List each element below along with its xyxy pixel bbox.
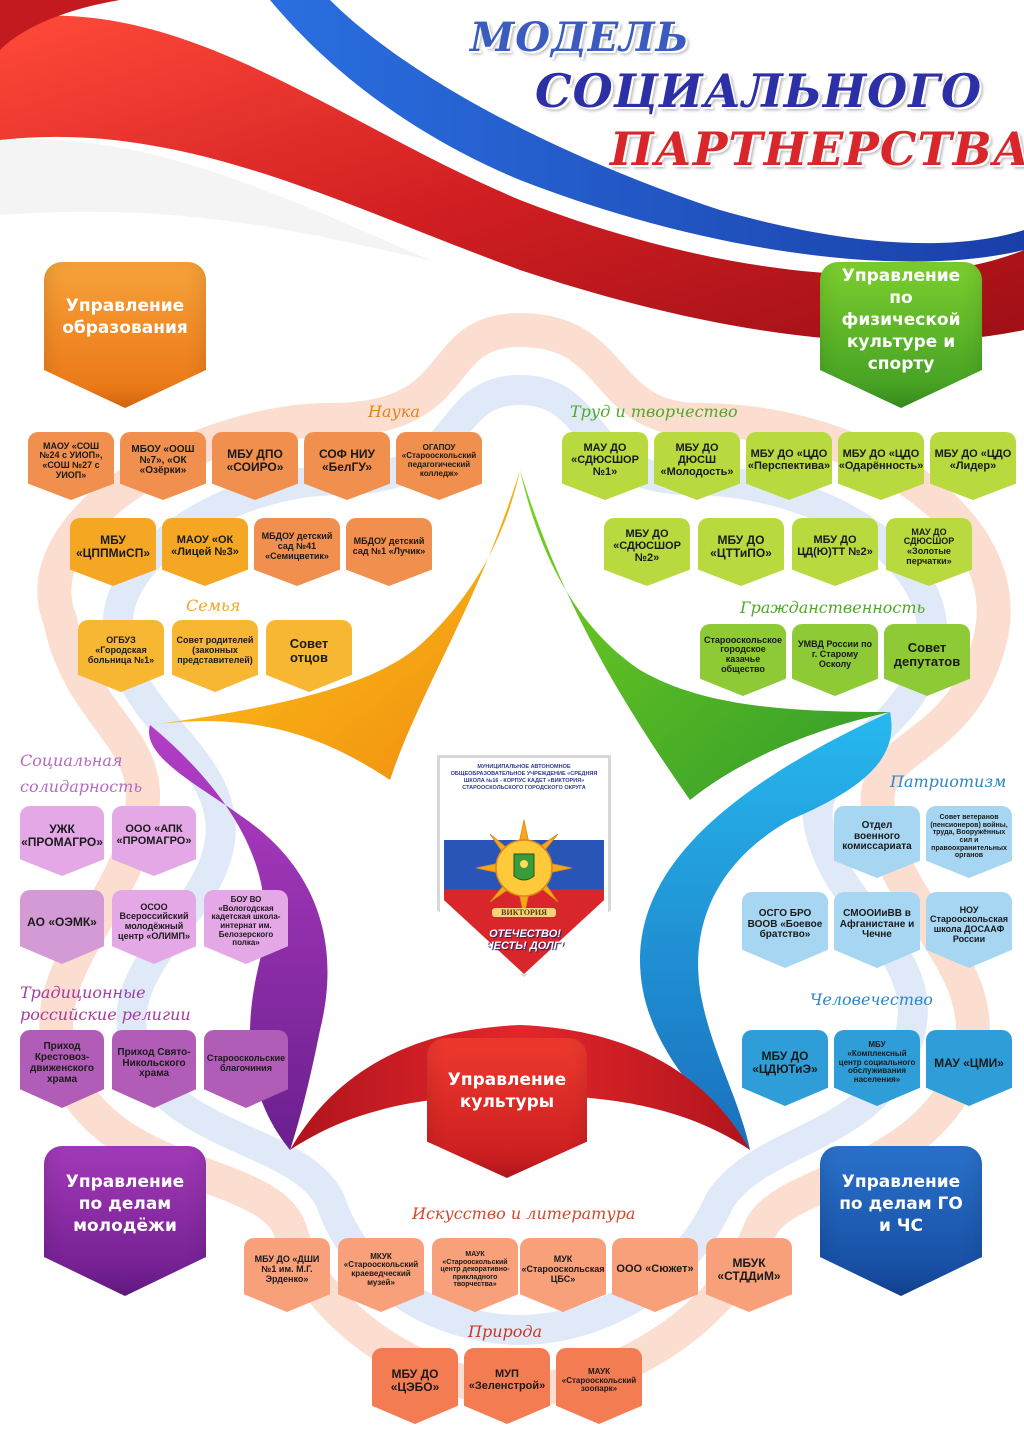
partner-box: МБУ ДО «ЦДО «Перспектива» — [746, 432, 832, 500]
partner-box: МАОУ «СОШ №24 с УИОП», «СОШ №27 с УИОП» — [28, 432, 114, 500]
partner-box: Совет ветеранов (пенсионеров) войны, тру… — [926, 806, 1012, 878]
partner-box: Совет родителей (законных представителей… — [172, 620, 258, 692]
partner-box: МАУК «Старооскольский зоопарк» — [556, 1348, 642, 1424]
category-solidarity: Социальная солидарность — [20, 751, 143, 796]
title-line-3: ПАРТНЕРСТВА — [610, 122, 1024, 176]
partner-box: Совет депутатов — [884, 624, 970, 696]
category-citizenship: Гражданственность — [740, 598, 926, 617]
partner-box: СОФ НИУ «БелГУ» — [304, 432, 390, 500]
header-youth: Управление по делам молодёжи — [44, 1146, 206, 1296]
partner-box: МАУ «ЦМИ» — [926, 1030, 1012, 1106]
emblem-school-name: МУНИЦИПАЛЬНОЕ АВТОНОМНОЕ ОБЩЕОБРАЗОВАТЕЛ… — [450, 764, 598, 791]
partner-box: МБУ «Комплексный центр социального обслу… — [834, 1030, 920, 1106]
partner-box: МБУ ДПО «СОИРО» — [212, 432, 298, 500]
category-nature: Природа — [468, 1322, 543, 1341]
category-humanity: Человечество — [810, 990, 933, 1009]
partner-box: МКУК «Старооскольский краеведческий музе… — [338, 1238, 424, 1312]
emblem-sun-icon — [475, 819, 573, 917]
partner-box: МБУ ДО «ЦЭБО» — [372, 1348, 458, 1424]
partner-box: УМВД России по г. Старому Осколу — [792, 624, 878, 696]
partner-box: МБУ ДО «ДШИ №1 им. М.Г. Эрденко» — [244, 1238, 330, 1312]
partner-box: ООО «Сюжет» — [612, 1238, 698, 1312]
partner-box: МАОУ «ОК «Лицей №3» — [162, 518, 248, 586]
partner-box: МУП «Зеленстрой» — [464, 1348, 550, 1424]
partner-box: МБУ ДО «СДЮСШОР №2» — [604, 518, 690, 586]
partner-box: МБУ ДО ДЮСШ «Молодость» — [654, 432, 740, 500]
partner-box: Приход Крестовоз-движенского храма — [20, 1030, 104, 1108]
partner-box: ОСГО БРО ВООВ «Боевое братство» — [742, 892, 828, 968]
partner-box: Отдел военного комиссариата — [834, 806, 920, 878]
emblem-motto: ОТЕЧЕСТВО! ЧЕСТЬ! ДОЛГ! — [485, 928, 565, 952]
star-arm-blue — [640, 712, 892, 1150]
title-line-2: СОЦИАЛЬНОГО — [535, 64, 983, 118]
partner-box: ОГБУЗ «Городская больница №1» — [78, 620, 164, 692]
partner-box: ООО «АПК «ПРОМАГРО» — [112, 806, 196, 876]
partner-box: МБУ ДО ЦД(Ю)ТТ №2» — [792, 518, 878, 586]
partner-box: МУК «Старооскольская ЦБС» — [520, 1238, 606, 1312]
partner-box: МАУ ДО СДЮСШОР «Золотые перчатки» — [886, 518, 972, 586]
partner-box: Старооскольские благочиния — [204, 1030, 288, 1108]
partner-box: АО «ОЭМК» — [20, 890, 104, 964]
partner-box: МБУ ДО «ЦДЮТиЭ» — [742, 1030, 828, 1106]
partner-box: МБУ ДО «ЦТТиПО» — [698, 518, 784, 586]
category-labor: Труд и творчество — [570, 402, 738, 421]
partner-box: МБУ «ЦППМиСП» — [70, 518, 156, 586]
partner-box: МБДОУ детский сад №41 «Семицветик» — [254, 518, 340, 586]
partner-box: МБУ ДО «ЦДО «Одарённость» — [838, 432, 924, 500]
partner-box: МБОУ «ООШ №7», «ОК «Озёрки» — [120, 432, 206, 500]
title-line-1: МОДЕЛЬ — [470, 14, 690, 61]
partner-box: НОУ Старооскольская школа ДОСААФ России — [926, 892, 1012, 968]
partner-box: ОГАПОУ «Старооскольский педагогический к… — [396, 432, 482, 500]
partner-box: МБУК «СТДДиМ» — [706, 1238, 792, 1312]
partner-box: МБУ ДО «ЦДО «Лидер» — [930, 432, 1016, 500]
partner-box: МАУ ДО «СДЮСШОР №1» — [562, 432, 648, 500]
category-family: Семья — [186, 596, 241, 615]
partner-box: МАУК «Старооскольский центр декоративно-… — [432, 1238, 518, 1312]
star-arm-yellow — [150, 470, 520, 780]
star-arm-green — [520, 470, 890, 800]
category-religions: Традиционные российские религии — [20, 983, 191, 1024]
category-arts: Искусство и литература — [412, 1204, 636, 1223]
partner-box: БОУ ВО «Вологодская кадетская школа-инте… — [204, 890, 288, 964]
partner-box: Совет отцов — [266, 620, 352, 692]
category-patriotism: Патриотизм — [890, 772, 1007, 791]
partner-box: Старооскольское городское казачье общест… — [700, 624, 786, 696]
category-science: Наука — [368, 402, 420, 421]
partner-box: ОСОО Всероссийский молодёжный центр «ОЛИ… — [112, 890, 196, 964]
flag-ribbon — [0, 0, 1024, 342]
partner-box: Приход Свято-Никольского храма — [112, 1030, 196, 1108]
partner-box: МБДОУ детский сад №1 «Лучик» — [346, 518, 432, 586]
emblem-ribbon: ВИКТОРИЯ — [492, 908, 556, 917]
partner-box: УЖК «ПРОМАГРО» — [20, 806, 104, 876]
partner-box: СМООИиВВ в Афганистане и Чечне — [834, 892, 920, 968]
